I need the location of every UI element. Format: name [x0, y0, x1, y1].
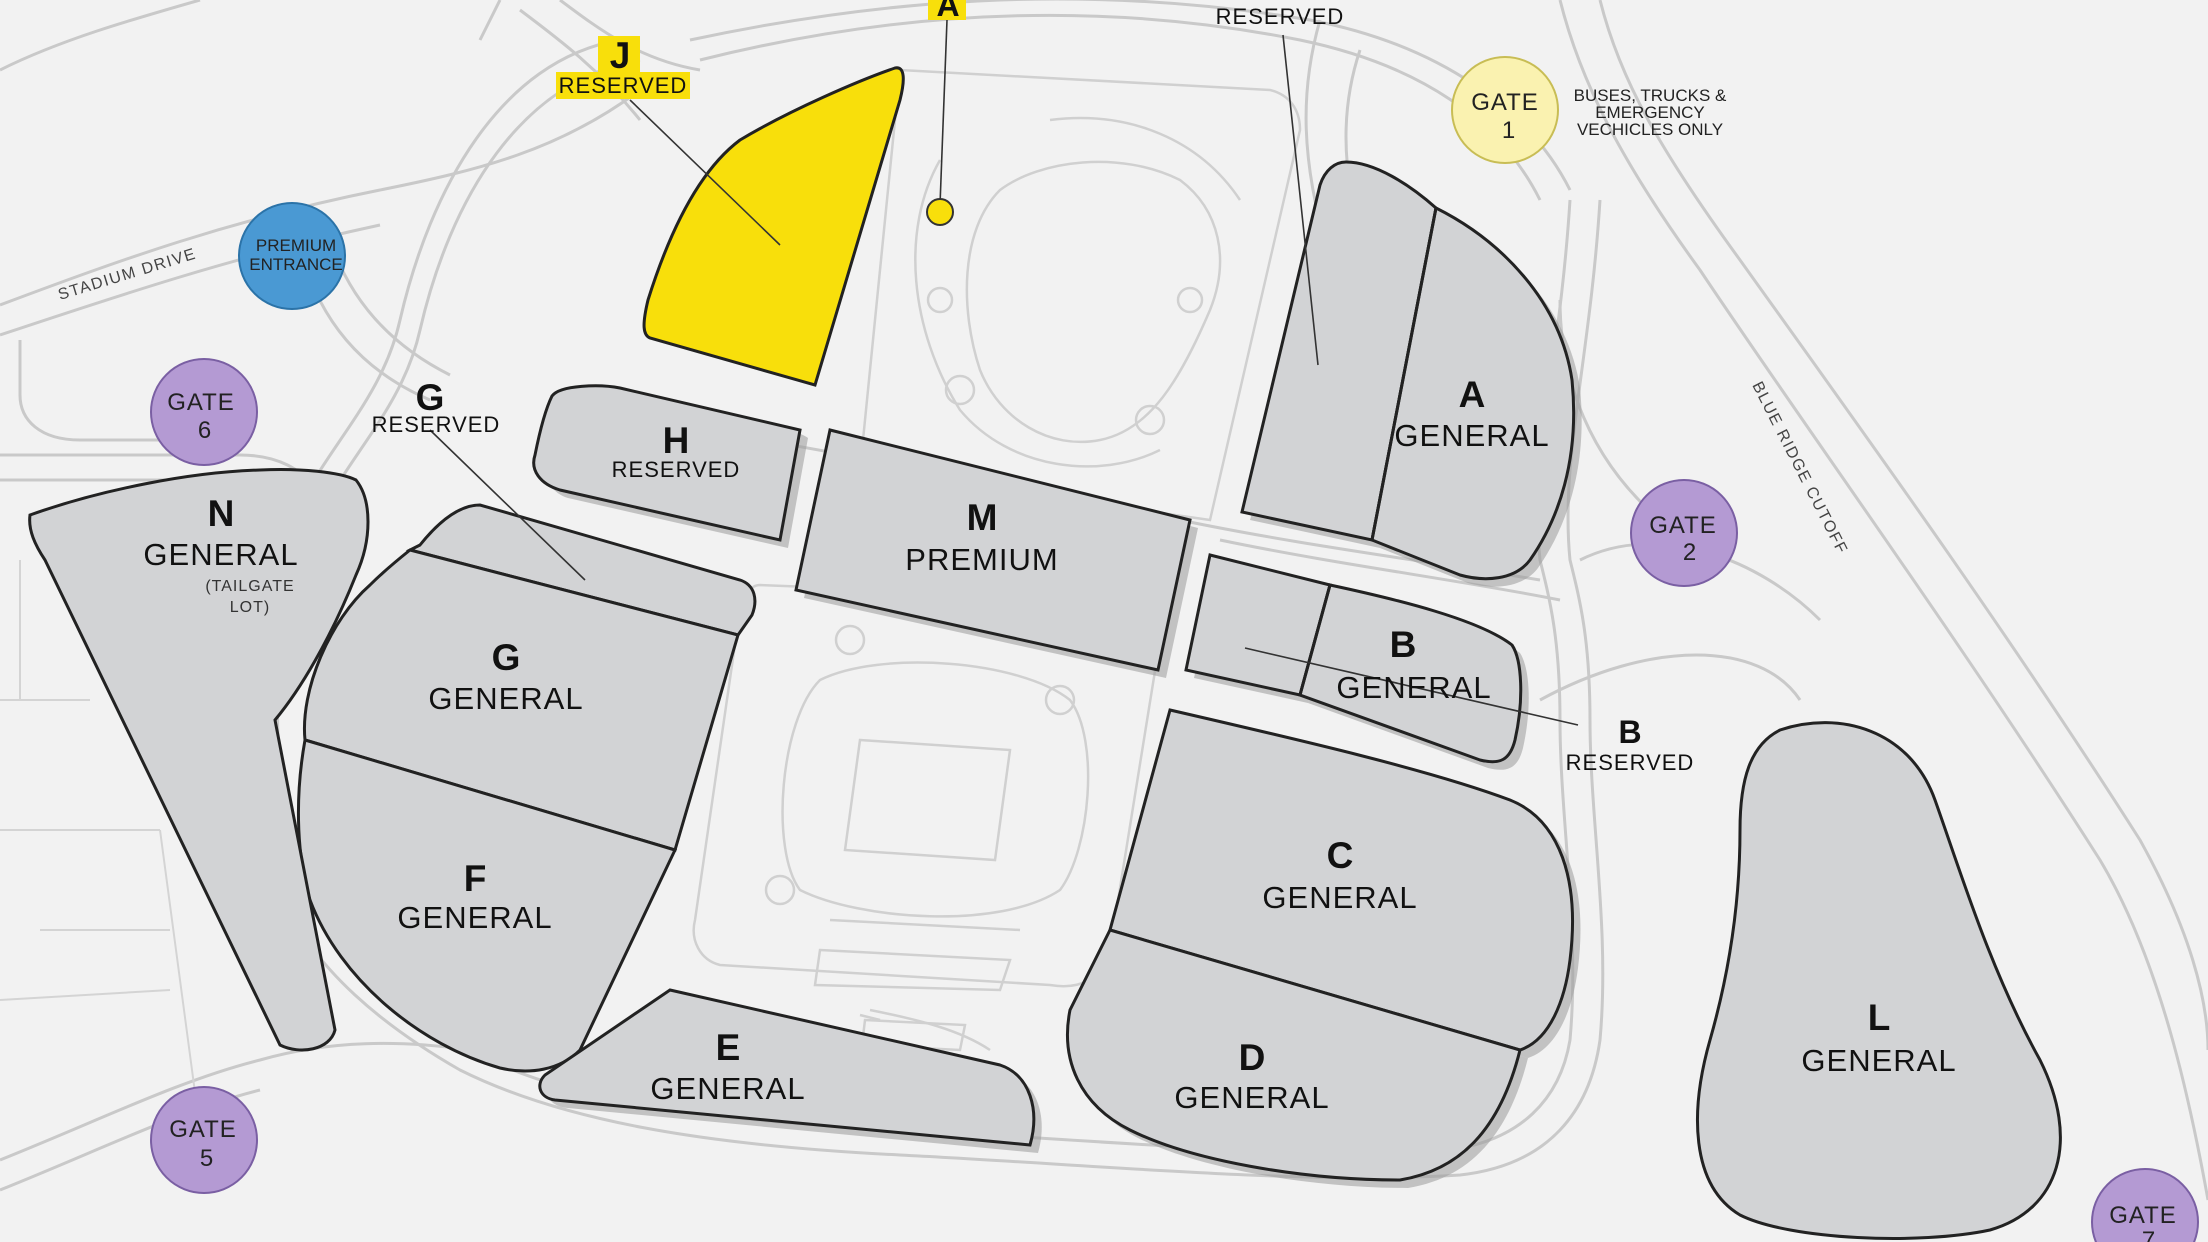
lot-n-note-2: LOT): [230, 599, 270, 616]
lot-m-area[interactable]: [794, 428, 1192, 672]
gate-2-circle-icon: [1630, 479, 1738, 587]
gate-5[interactable]: GATE 5: [150, 1086, 258, 1194]
lot-b-letter: B: [1390, 624, 1417, 665]
lot-d-general-area[interactable]: [1066, 928, 1522, 1182]
gate-2[interactable]: GATE 2: [1630, 479, 1738, 587]
lot-c-letter: C: [1327, 835, 1354, 876]
lot-g-reserved-area[interactable]: [405, 503, 757, 637]
lot-g-letter: G: [492, 637, 521, 678]
lot-c-general-area[interactable]: [1108, 708, 1574, 1052]
lot-d-letter: D: [1239, 1037, 1266, 1078]
lot-h-letter: H: [663, 420, 690, 461]
lot-b-reserved-type: RESERVED: [1566, 750, 1695, 775]
gate-1-note-line-1: BUSES, TRUCKS &: [1574, 86, 1727, 105]
lot-e-letter: E: [716, 1027, 741, 1068]
lot-g-reserved-letter: G: [416, 377, 445, 418]
gate-2-label: GATE: [1649, 512, 1717, 539]
lot-h-type: RESERVED: [612, 457, 741, 482]
lot-g-reserved-type: RESERVED: [372, 412, 501, 437]
lot-a-letter: A: [1459, 374, 1486, 415]
lot-l-type: GENERAL: [1801, 1043, 1956, 1078]
lot-n-note-1: (TAILGATE: [205, 578, 294, 595]
gate-6[interactable]: GATE 6: [150, 358, 258, 466]
gate-1[interactable]: GATE 1: [1451, 56, 1559, 164]
lot-m-type: PREMIUM: [905, 542, 1058, 577]
lot-j-letter: J: [610, 35, 631, 76]
gate-7-label: GATE: [2109, 1202, 2177, 1229]
gate-2-number: 2: [1683, 539, 1697, 566]
lot-e-type: GENERAL: [650, 1071, 805, 1106]
lot-j-letter-highlight: [598, 36, 640, 72]
gate-5-number: 5: [200, 1145, 214, 1172]
lot-e-general-area[interactable]: [538, 988, 1036, 1147]
leader-lines: [429, 19, 2196, 1241]
lot-n-area[interactable]: [28, 468, 370, 1052]
lot-h-area[interactable]: [532, 384, 802, 542]
gate-5-circle-icon: [150, 1086, 258, 1194]
lots: [28, 66, 2062, 1240]
lot-a-general-area[interactable]: [1370, 205, 1576, 581]
lot-f-general-area[interactable]: [296, 738, 678, 1073]
gate-5-label: GATE: [169, 1116, 237, 1143]
lot-j-type: RESERVED: [559, 73, 688, 98]
gate-6-number: 6: [198, 417, 212, 444]
gate-1-number: 1: [1502, 117, 1516, 144]
lot-b-type: GENERAL: [1336, 670, 1491, 705]
lot-a-pointer-icon: [926, 198, 954, 226]
lot-j-area[interactable]: [642, 66, 905, 387]
lot-f-letter: F: [464, 858, 487, 899]
lot-a-top-highlight: [928, 0, 966, 20]
premium-entrance-label-1: PREMIUM: [256, 236, 336, 255]
lot-a-reserved-label: RESERVED: [1216, 4, 1345, 29]
lot-d-type: GENERAL: [1174, 1080, 1329, 1115]
premium-entrance[interactable]: PREMIUM ENTRANCE: [238, 202, 346, 310]
gate-6-circle-icon: [150, 358, 258, 466]
street-stadium-drive: STADIUM DRIVE: [56, 246, 198, 304]
gate-7-number: 7: [2142, 1227, 2156, 1242]
lot-b-reserved-letter: B: [1618, 714, 1641, 750]
gate-7[interactable]: GATE 7: [2091, 1168, 2199, 1242]
gate-1-note: BUSES, TRUCKS & EMERGENCY VECHICLES ONLY: [1574, 86, 1727, 139]
lot-n-type: GENERAL: [143, 537, 298, 572]
gate-1-note-line-2: EMERGENCY: [1595, 103, 1705, 122]
lot-l-letter: L: [1868, 997, 1891, 1038]
lot-l-general-area[interactable]: [1696, 721, 2062, 1240]
lot-g-general-area[interactable]: [302, 548, 740, 852]
lot-n-letter: N: [208, 493, 235, 534]
lot-a-top-letter: A: [936, 0, 959, 23]
gate-1-note-line-3: VECHICLES ONLY: [1577, 120, 1723, 139]
lot-m-letter: M: [967, 497, 998, 538]
lot-g-type: GENERAL: [428, 681, 583, 716]
lot-b-general-area[interactable]: [1298, 583, 1523, 764]
gate-1-circle-icon: [1451, 56, 1559, 164]
lot-a-type: GENERAL: [1394, 418, 1549, 453]
lot-c-type: GENERAL: [1262, 880, 1417, 915]
lot-f-type: GENERAL: [397, 900, 552, 935]
gate-6-label: GATE: [167, 389, 235, 416]
premium-entrance-label-2: ENTRANCE: [249, 255, 343, 274]
gate-1-label: GATE: [1471, 89, 1539, 116]
premium-entrance-circle-icon: [238, 202, 346, 310]
gate-7-circle-icon: [2091, 1168, 2199, 1242]
lot-j-type-highlight: [556, 72, 690, 99]
